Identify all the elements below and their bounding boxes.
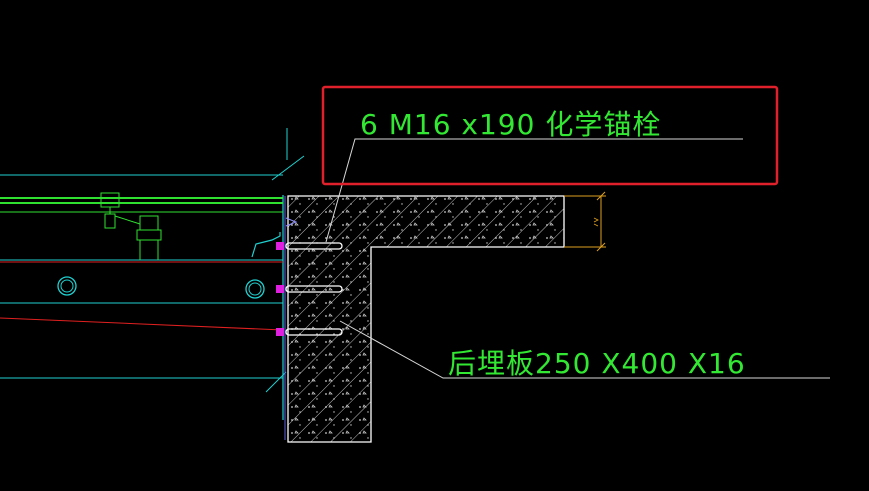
hole-circle-icon	[57, 276, 77, 296]
dimension-text-mark	[593, 217, 599, 227]
anchor-bolt-icon	[276, 328, 343, 336]
concrete-section	[287, 195, 565, 443]
cyan-structure	[0, 128, 305, 420]
highlight-box	[321, 85, 779, 186]
fixture-nut	[104, 213, 116, 229]
hole-circle-icon	[248, 282, 262, 296]
hole-circle-icon	[60, 279, 74, 293]
anchor-bolt-icon	[276, 242, 343, 250]
green-beam	[0, 192, 283, 260]
fixture-post	[136, 229, 162, 241]
fixture-post	[139, 215, 159, 231]
anchor-bolt-icon	[276, 285, 343, 293]
embed-plate-leader	[339, 320, 830, 379]
dimension-tick	[596, 242, 606, 252]
fixture-arm	[114, 215, 141, 225]
red-slope-line	[0, 317, 284, 331]
embed-plate-bracket	[285, 217, 298, 227]
anchor-label: 6 M16 x190 化学锚栓	[360, 108, 661, 141]
dimension-tick	[596, 191, 606, 201]
concrete-dots	[288, 196, 564, 442]
leader-lines	[325, 138, 830, 379]
anchor-label-leader	[325, 138, 743, 243]
bracket-clip	[251, 232, 281, 258]
hole-circle-icon	[245, 279, 265, 299]
dimension-marker	[564, 191, 606, 252]
cyan-diagonal-1	[271, 155, 305, 181]
anchor-bolts	[276, 196, 343, 440]
fixture-head	[100, 192, 120, 208]
embed-plate-label: 后埋板250 X400 X16	[448, 347, 746, 380]
